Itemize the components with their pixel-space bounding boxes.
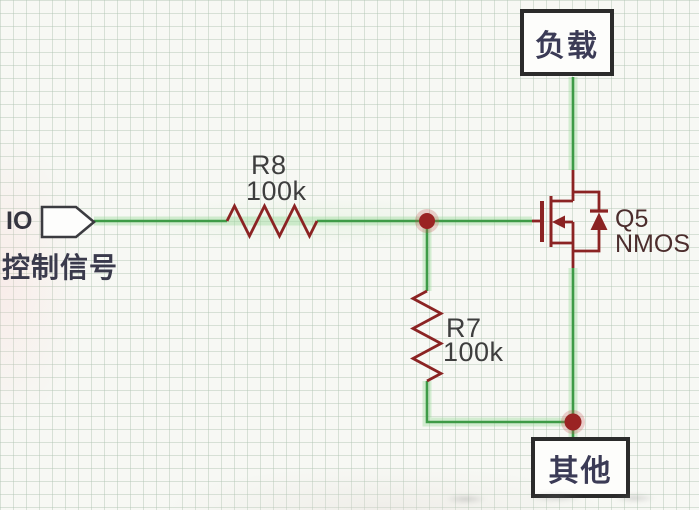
watermark-smudge <box>432 487 657 507</box>
junction-dot-source <box>564 413 582 431</box>
glow-r7-bottom <box>422 381 573 427</box>
r7-zigzag <box>410 289 444 383</box>
mosfet-body-arrow <box>552 215 565 229</box>
body-diode-bottom-branch <box>573 230 601 253</box>
junction-dot-gate <box>419 213 435 229</box>
q5-type: NMOS <box>615 230 690 258</box>
control-signal-caption: 控制信号 <box>2 252 119 283</box>
wire-r7-to-source-junction <box>425 381 573 424</box>
r8-value: 100k <box>246 176 307 206</box>
other-terminal-label: 其他 <box>548 454 613 488</box>
body-diode-top-branch <box>573 190 601 211</box>
io-port-symbol <box>40 205 97 239</box>
r8-designator: R8 <box>251 150 287 180</box>
r7-value: 100k <box>443 337 504 367</box>
wires <box>94 77 575 437</box>
load-terminal-box: 负载 <box>520 9 614 76</box>
r8-zigzag <box>225 202 319 240</box>
wire-glow-layer <box>94 77 578 437</box>
q5-designator: Q5 <box>615 205 649 233</box>
mosfet-body-stub <box>564 220 575 243</box>
mosfet-q5 <box>532 170 608 268</box>
other-terminal-box: 其他 <box>531 437 630 498</box>
body-diode-triangle <box>590 212 608 230</box>
junction-dots <box>415 209 585 434</box>
load-terminal-label: 负载 <box>535 29 599 63</box>
r7-designator: R7 <box>446 313 482 343</box>
io-port-label: IO <box>6 207 33 235</box>
